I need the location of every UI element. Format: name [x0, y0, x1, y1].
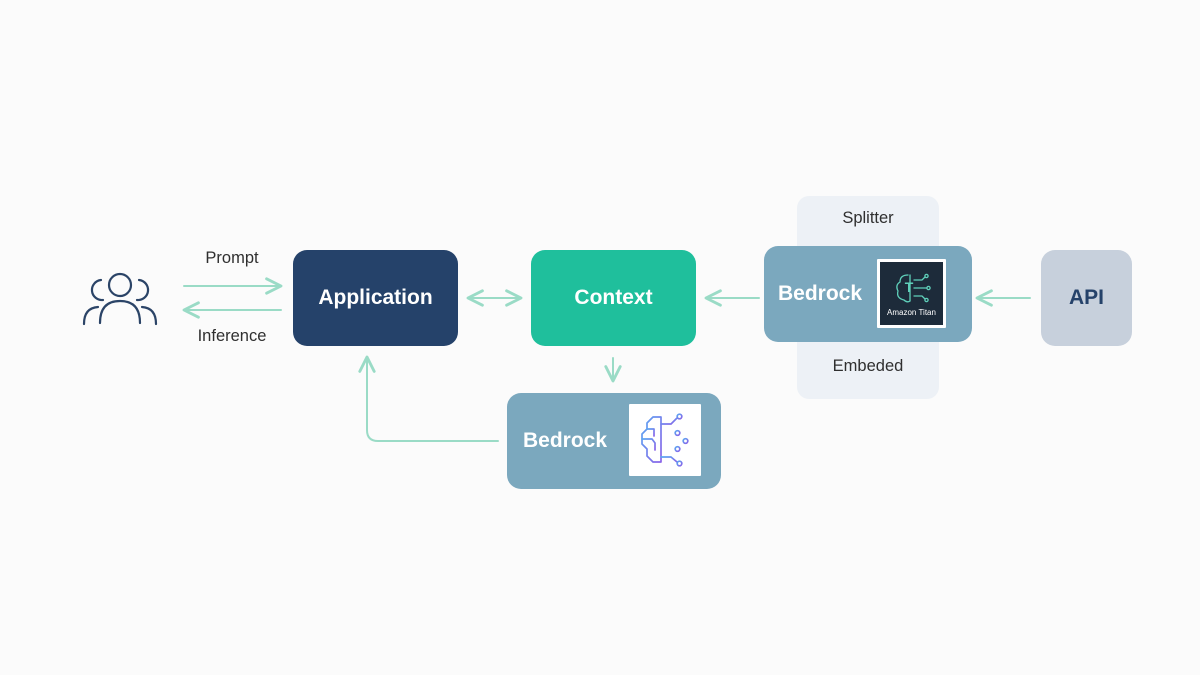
amazon-titan-logo: T Amazon Titan	[877, 259, 946, 328]
api-label: API	[1068, 286, 1104, 309]
application-node: Application	[293, 250, 458, 346]
context-label: Context	[574, 286, 653, 309]
embeded-label: Embeded	[832, 357, 904, 375]
bedrock-embedding-label: Bedrock	[778, 282, 863, 305]
api-node: API	[1041, 250, 1132, 346]
svg-text:T: T	[904, 279, 913, 295]
brain-circuit-icon	[641, 413, 689, 467]
titan-brain-icon: T	[895, 273, 931, 302]
bedrock-to-application-arrow	[358, 355, 499, 442]
bedrock-llm-label: Bedrock	[523, 429, 608, 452]
context-node: Context	[531, 250, 696, 346]
splitter-label: Splitter	[842, 209, 894, 227]
prompt-label: Prompt	[205, 249, 259, 267]
inference-label: Inference	[197, 327, 267, 345]
bedrock-brain-logo	[629, 404, 701, 476]
users-icon	[74, 268, 166, 328]
application-label: Application	[318, 286, 433, 309]
amazon-titan-caption: Amazon Titan	[887, 307, 936, 317]
